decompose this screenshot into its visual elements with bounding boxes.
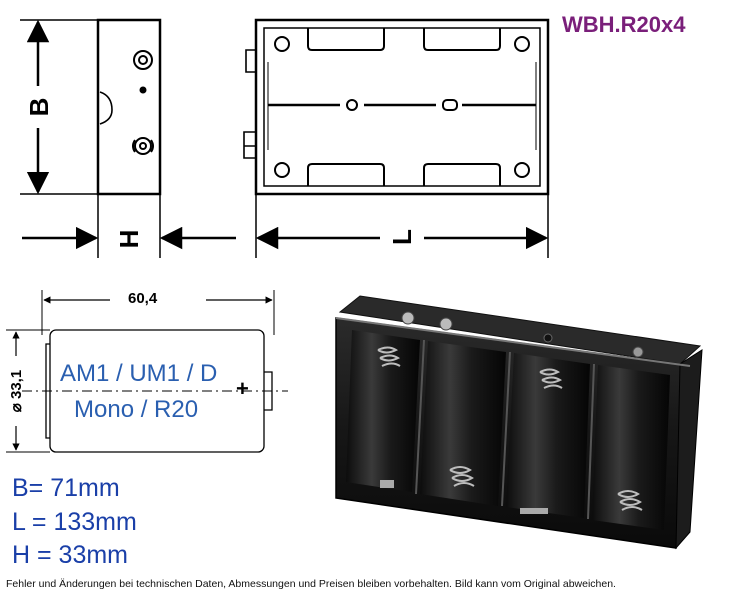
side-view (20, 18, 162, 258)
dimension-l-value: L = 133mm (12, 508, 137, 536)
plus-terminal-label: + (236, 376, 249, 401)
top-view (243, 18, 550, 258)
dimension-b-label: B (23, 97, 54, 117)
cell-length-label: 60,4 (128, 290, 158, 307)
cell-type-line2: Mono / R20 (74, 396, 199, 423)
disclaimer-text: Fehler und Änderungen bei technischen Da… (6, 578, 616, 590)
dimension-h-value: H = 33mm (12, 541, 129, 569)
product-code: WBH.R20x4 (562, 12, 686, 37)
dimension-l-label: L (386, 229, 417, 245)
dimension-b-value: B= 71mm (12, 474, 120, 502)
dimension-h-label: H (113, 229, 144, 249)
battery-holder-photo (335, 295, 703, 550)
cell-diameter-label: ⌀ 33,1 (8, 369, 25, 413)
cell-drawing (6, 290, 288, 453)
cell-type-line1: AM1 / UM1 / D (60, 360, 218, 387)
